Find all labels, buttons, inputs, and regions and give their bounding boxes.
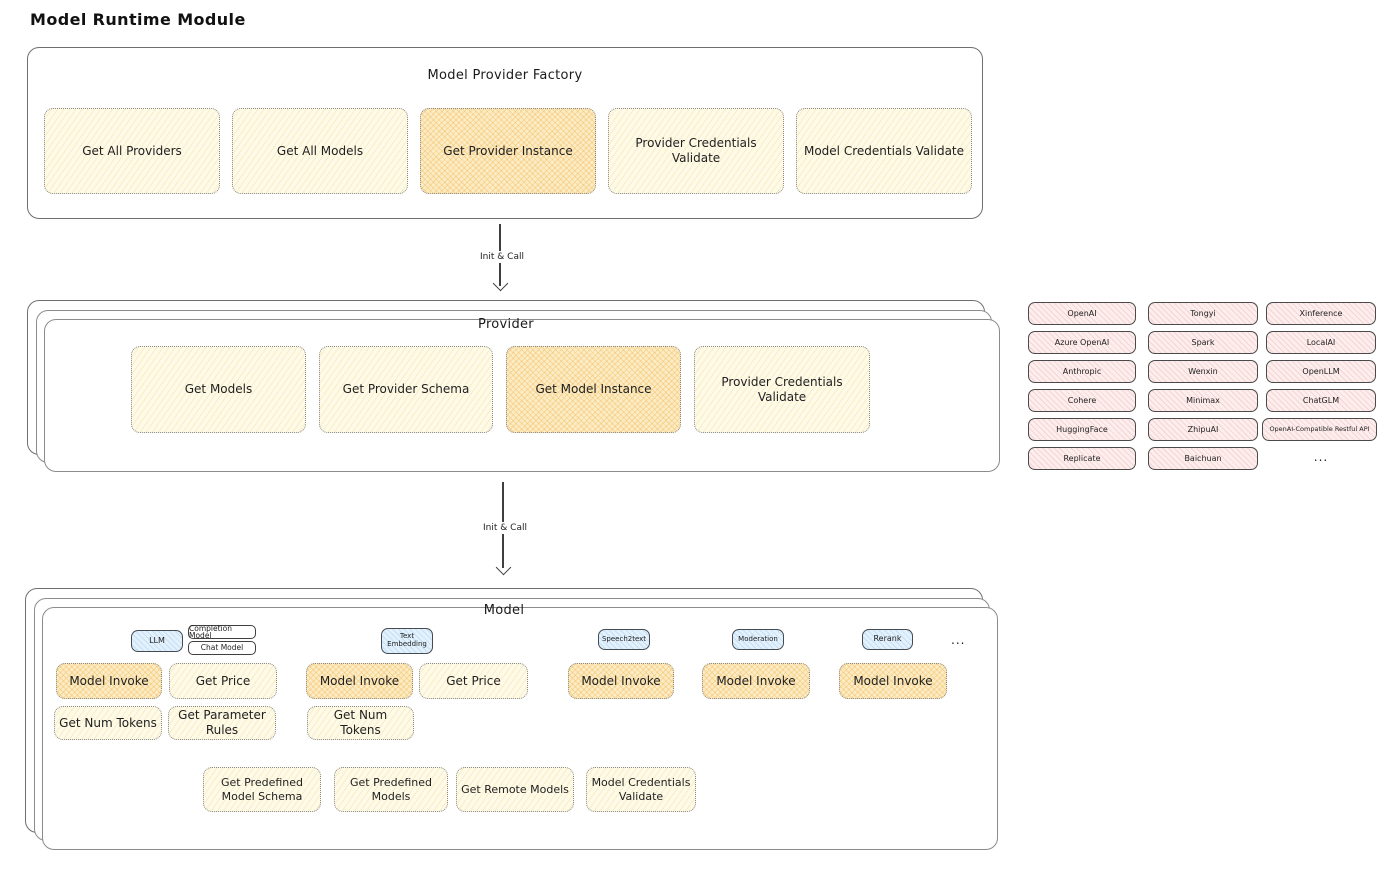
factory-title: Model Provider Factory (427, 68, 583, 83)
provider-credentials-validate: Provider Credentials Validate (694, 346, 870, 433)
page-title: Model Runtime Module (30, 10, 246, 29)
provider-item-anthropic: Anthropic (1028, 360, 1136, 383)
provider-item-openllm: OpenLLM (1266, 360, 1376, 383)
provider-item-huggingface: HuggingFace (1028, 418, 1136, 441)
factory-get-provider-instance: Get Provider Instance (420, 108, 596, 194)
provider-item-openai: OpenAI (1028, 302, 1136, 325)
speech2text-model-invoke: Model Invoke (568, 663, 674, 699)
model-get-predefined-model-schema: Get Predefined Model Schema (203, 767, 321, 812)
arrow-label-init-call-2: Init & Call (476, 522, 534, 534)
provider-item-openai-compatible: OpenAI-Compatible Restful API (1262, 418, 1377, 441)
model-type-text-embedding: Text Embedding (381, 628, 433, 654)
provider-item-minimax: Minimax (1148, 389, 1258, 412)
arrow-down-icon (495, 559, 512, 576)
model-type-moderation: Moderation (732, 629, 784, 650)
llm-get-price: Get Price (169, 663, 277, 699)
moderation-model-invoke: Model Invoke (702, 663, 810, 699)
model-types-more-ellipsis: ... (951, 633, 966, 647)
model-type-rerank: Rerank (862, 629, 913, 650)
text-embedding-model-invoke: Model Invoke (306, 663, 413, 699)
text-embedding-get-price: Get Price (419, 663, 528, 699)
provider-item-replicate: Replicate (1028, 447, 1136, 470)
llm-model-invoke: Model Invoke (56, 663, 162, 699)
model-get-predefined-models: Get Predefined Models (334, 767, 448, 812)
arrow-down-icon (492, 275, 509, 292)
model-credentials-validate: Model Credentials Validate (586, 767, 696, 812)
provider-item-azure-openai: Azure OpenAI (1028, 331, 1136, 354)
factory-get-all-models: Get All Models (232, 108, 408, 194)
provider-title: Provider (478, 317, 534, 332)
model-title: Model (483, 603, 525, 618)
provider-item-wenxin: Wenxin (1148, 360, 1258, 383)
provider-item-chatglm: ChatGLM (1266, 389, 1376, 412)
factory-panel: Model Provider Factory Get All Providers… (27, 47, 983, 219)
provider-get-provider-schema: Get Provider Schema (319, 346, 493, 433)
arrow-label-init-call-1: Init & Call (473, 251, 531, 263)
provider-item-localai: LocalAI (1266, 331, 1376, 354)
factory-get-all-providers: Get All Providers (44, 108, 220, 194)
text-embedding-get-num-tokens: Get Num Tokens (307, 706, 414, 740)
provider-item-spark: Spark (1148, 331, 1258, 354)
provider-get-model-instance: Get Model Instance (506, 346, 681, 433)
model-type-speech2text: Speech2text (598, 629, 650, 650)
provider-item-baichuan: Baichuan (1148, 447, 1258, 470)
llm-get-parameter-rules: Get Parameter Rules (168, 706, 276, 740)
provider-get-models: Get Models (131, 346, 306, 433)
provider-item-xinference: Xinference (1266, 302, 1376, 325)
model-type-llm: LLM (131, 630, 183, 652)
providers-more-ellipsis: ... (1313, 450, 1329, 464)
factory-provider-credentials-validate: Provider Credentials Validate (608, 108, 784, 194)
provider-item-cohere: Cohere (1028, 389, 1136, 412)
rerank-model-invoke: Model Invoke (839, 663, 947, 699)
model-tag-chat-model: Chat Model (188, 641, 256, 655)
llm-get-num-tokens: Get Num Tokens (54, 706, 162, 740)
model-tag-completion-model: Completion Model (188, 624, 256, 639)
provider-panel: Provider Get Models Get Provider Schema … (27, 300, 1000, 472)
model-get-remote-models: Get Remote Models (456, 767, 574, 812)
factory-model-credentials-validate: Model Credentials Validate (796, 108, 972, 194)
provider-item-tongyi: Tongyi (1148, 302, 1258, 325)
provider-item-zhipuai: ZhipuAI (1148, 418, 1258, 441)
model-panel: Model LLM Completion Model Chat Model Te… (25, 588, 998, 850)
